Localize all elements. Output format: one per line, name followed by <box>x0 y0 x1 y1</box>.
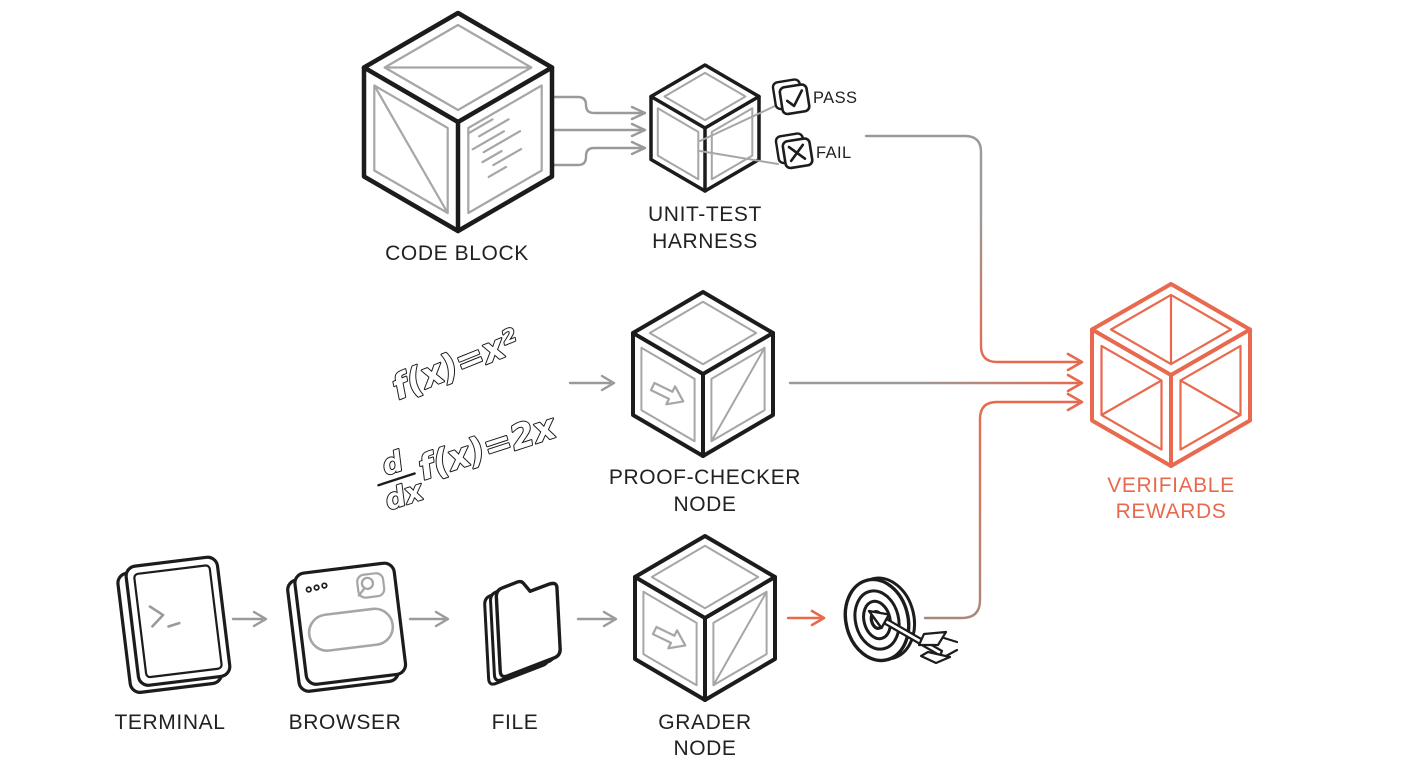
pass-badge: PASS <box>771 78 857 116</box>
code-block-node: CODE BLOCK <box>361 10 555 265</box>
edge-file-to-grader <box>576 610 618 628</box>
cube-icon <box>649 63 761 193</box>
code-block-label: CODE BLOCK <box>385 242 529 265</box>
terminal-prompt-icon <box>148 605 181 628</box>
formula-line1: f(x)=x² <box>386 321 525 408</box>
proof-checker-node: PROOF-CHECKER NODE <box>609 290 801 516</box>
browser-label: BROWSER <box>289 711 402 734</box>
verifiable-rewards-node: VERIFIABLE REWARDS <box>1090 282 1252 523</box>
code-lines-icon <box>467 118 523 179</box>
search-icon <box>356 572 386 599</box>
rewards-label-line1: VERIFIABLE <box>1107 474 1234 497</box>
grader-node: GRADER NODE <box>633 534 777 760</box>
arrow-dart-icon <box>867 609 959 665</box>
harness-to-fail-line <box>699 150 779 165</box>
proof-checker-label-line1: PROOF-CHECKER <box>609 466 801 489</box>
block-arrow-icon <box>651 625 687 650</box>
cube-arrow-icon <box>631 290 775 458</box>
file-label: FILE <box>492 711 539 734</box>
window-dots-icon <box>305 582 328 593</box>
folder-icon <box>483 579 562 686</box>
terminal-window-icon <box>116 555 232 694</box>
edge-formula-to-proof <box>568 374 616 392</box>
grader-label-line2: NODE <box>673 737 736 760</box>
formula-line2: f(x)=2x <box>414 407 562 489</box>
cube-arrow-icon <box>633 534 777 702</box>
browser-node: BROWSER <box>286 561 408 734</box>
checkbox-check-icon <box>771 78 811 116</box>
terminal-node: TERMINAL <box>115 555 232 734</box>
edge-proof-to-rewards <box>788 373 1084 393</box>
edge-harness-to-rewards <box>864 134 1084 372</box>
browser-window-icon <box>286 561 408 693</box>
edge-grader-to-target <box>786 609 826 627</box>
proof-checker-label-line2: NODE <box>673 493 736 516</box>
checkbox-cross-icon <box>774 132 814 170</box>
fail-badge: FAIL <box>774 132 852 170</box>
grader-label-line1: GRADER <box>658 711 751 734</box>
unit-test-harness-label-line1: UNIT-TEST <box>648 203 762 226</box>
block-arrow-icon <box>649 381 685 406</box>
cube-accent-icon <box>1090 282 1252 468</box>
fail-label: FAIL <box>816 144 852 162</box>
unit-test-harness-label-line2: HARNESS <box>652 230 758 253</box>
terminal-label: TERMINAL <box>115 711 226 734</box>
cube-code-icon <box>361 10 555 234</box>
formula-node: f(x)=x² d dx f(x)=2x <box>377 320 563 518</box>
edge-target-to-rewards <box>923 392 1084 620</box>
edge-code-to-harness <box>544 95 647 167</box>
unit-test-harness-node: UNIT-TEST HARNESS <box>648 63 779 253</box>
edge-browser-to-file <box>408 610 450 628</box>
pass-label: PASS <box>813 89 857 107</box>
rewards-label-line2: REWARDS <box>1116 500 1227 523</box>
edge-terminal-to-browser <box>231 610 268 628</box>
harness-to-pass-line <box>699 105 776 142</box>
file-node: FILE <box>483 579 562 734</box>
address-bar <box>307 607 395 652</box>
target-node <box>843 576 959 665</box>
